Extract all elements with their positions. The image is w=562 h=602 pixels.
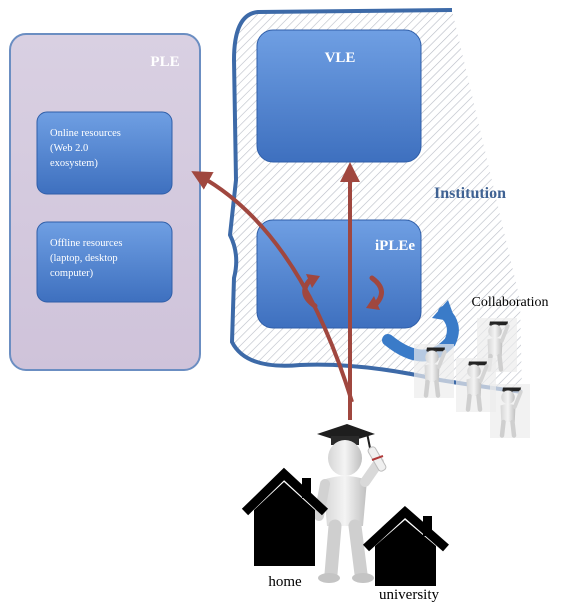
online-resources-box: Online resources (Web 2.0 exosystem)	[36, 111, 173, 195]
online-resources-line-3: exosystem)	[50, 158, 98, 169]
house-icon-university	[362, 505, 449, 586]
ple-title: PLE	[150, 54, 179, 70]
institution-label: Institution	[434, 185, 506, 202]
online-resources-line-2: (Web 2.0	[50, 143, 88, 154]
offline-resources-line-2: (laptop, desktop	[50, 253, 118, 264]
home-label: home	[268, 574, 302, 590]
university-label: university	[379, 587, 439, 602]
house-icon-home	[241, 467, 329, 566]
graduate-figure-icon	[314, 424, 387, 583]
ple-container: PLE	[9, 33, 201, 371]
curved-arrow-icon	[382, 300, 459, 362]
collaborator-figures	[414, 318, 530, 438]
vle-box: VLE	[256, 29, 422, 163]
vle-title: VLE	[325, 50, 356, 66]
online-resources-line-1: Online resources	[50, 128, 121, 139]
offline-resources-line-3: computer)	[50, 268, 94, 279]
iplee-title: iPLEe	[375, 238, 415, 254]
iplee-box: iPLEe	[256, 219, 422, 329]
offline-resources-line-1: Offline resources	[50, 238, 122, 249]
student-access-arrows	[191, 162, 360, 420]
offline-resources-box: Offline resources (laptop, desktop compu…	[36, 221, 173, 303]
collaboration-label: Collaboration	[472, 295, 549, 310]
